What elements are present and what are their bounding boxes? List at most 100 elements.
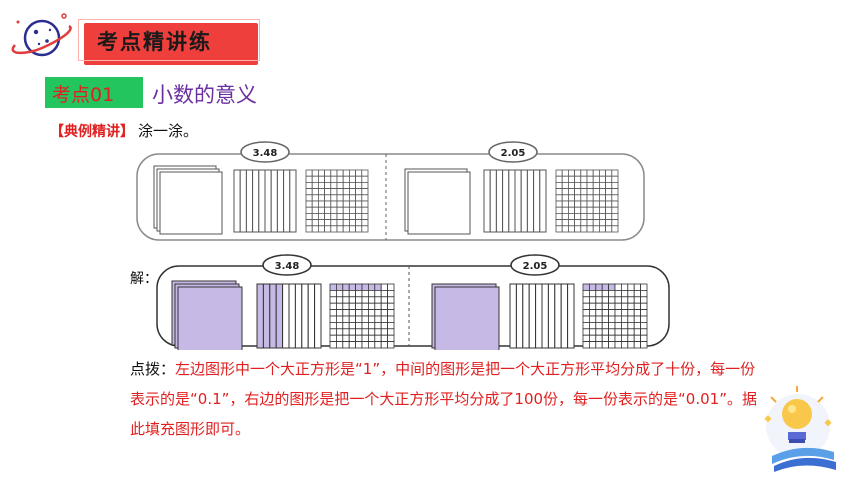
- hundredth-cell: [367, 328, 376, 336]
- question-figure: 3.48 2.05: [136, 141, 645, 241]
- hundredth-cell: [335, 322, 344, 330]
- hundredth-cell: [336, 169, 344, 177]
- tenth-strip: [245, 169, 254, 233]
- hundredth-cell: [355, 296, 363, 304]
- question-right-hundredths-grid: [555, 169, 619, 233]
- hundredth-cell: [305, 213, 313, 221]
- hundredth-cell: [561, 213, 569, 221]
- hundredth-cell: [348, 169, 356, 177]
- hundredth-cell: [355, 302, 363, 311]
- hundredth-cell: [367, 341, 376, 349]
- hundredth-cell: [640, 290, 648, 298]
- hundredth-cell: [348, 328, 356, 336]
- hundredth-cell: [329, 322, 337, 330]
- hundredth-cell: [614, 315, 622, 323]
- hundredth-cell: [374, 309, 382, 317]
- question-right-whole-squares: [404, 168, 471, 235]
- hundredth-cell: [611, 169, 619, 177]
- hundredth-cell: [355, 194, 363, 202]
- hundredth-cell: [324, 175, 332, 183]
- hundredth-cell: [361, 334, 369, 342]
- hundredth-cell: [555, 219, 563, 227]
- hundredth-cell: [601, 315, 610, 323]
- hundredth-cell: [311, 200, 319, 208]
- tenth-strip: [270, 169, 278, 233]
- hundredth-cell: [311, 169, 319, 177]
- hundredth-cell: [586, 213, 594, 221]
- hundredth-cell: [335, 309, 344, 317]
- hundredth-cell: [605, 213, 613, 221]
- hundredth-cell: [561, 175, 569, 183]
- hundredth-cell: [335, 315, 344, 323]
- hundredth-cell: [582, 334, 590, 342]
- hint-label: 点拨：: [130, 360, 176, 378]
- hundredth-cell: [336, 194, 344, 202]
- hundredth-cell: [586, 219, 594, 227]
- hundredth-cell: [608, 302, 616, 311]
- hundredth-cell: [574, 175, 582, 183]
- hundredth-cell: [627, 315, 635, 323]
- hundredth-cell: [317, 200, 325, 208]
- hundredth-cell: [614, 296, 622, 304]
- hundredth-cell: [567, 219, 575, 227]
- tenth-strip: [276, 169, 285, 233]
- hundredth-cell: [620, 315, 629, 323]
- hundredth-cell: [580, 188, 588, 196]
- hundredth-cell: [555, 188, 563, 196]
- hundredth-cell: [311, 206, 319, 214]
- hundredth-cell: [574, 225, 582, 233]
- tenth-strip: [539, 169, 547, 233]
- hundredth-cell: [367, 296, 376, 304]
- hundredth-cell: [633, 302, 642, 311]
- hundredth-cell: [601, 302, 610, 311]
- tenth-strip: [288, 283, 296, 349]
- topic-badge: [45, 77, 143, 108]
- hundredth-cell: [387, 315, 395, 323]
- tenth-strip: [567, 283, 575, 349]
- hundredth-cell: [586, 225, 594, 233]
- hundredth-cell: [640, 309, 648, 317]
- hundredth-cell: [342, 302, 350, 311]
- hundredth-cell: [595, 341, 603, 349]
- hundredth-cell: [574, 169, 582, 177]
- tenth-strip: [514, 169, 522, 233]
- tenth-strip: [508, 169, 516, 233]
- hundredth-cell: [336, 213, 344, 221]
- hundredth-cell: [611, 182, 619, 190]
- hundredth-cell: [561, 200, 569, 208]
- hundredth-cell: [380, 302, 388, 311]
- hundredth-cell: [627, 290, 635, 298]
- hundredth-cell: [342, 334, 350, 342]
- hundredth-cell: [574, 182, 582, 190]
- hundredth-cell: [567, 206, 575, 214]
- hundredth-cell: [605, 206, 613, 214]
- hundredth-cell: [611, 194, 619, 202]
- hundredth-cell: [330, 188, 338, 196]
- hundredth-cell: [380, 328, 388, 336]
- hundredth-cell: [561, 225, 569, 233]
- hundredth-cell: [361, 200, 369, 208]
- tenth-strip: [301, 283, 309, 349]
- hundredth-cell: [574, 213, 582, 221]
- hundredth-cell: [592, 194, 600, 202]
- hundredth-cell: [348, 175, 356, 183]
- hundredth-cell: [567, 213, 575, 221]
- hundredth-cell: [387, 328, 395, 336]
- hundredth-cell: [324, 200, 332, 208]
- hundredth-cell: [387, 341, 395, 349]
- hundredth-cell: [387, 322, 395, 330]
- hundredth-cell: [592, 175, 600, 183]
- hundredth-cell: [380, 341, 388, 349]
- hundredth-cell: [324, 188, 332, 196]
- page-title: 考点精讲练: [97, 30, 212, 54]
- hundredth-cell: [355, 341, 363, 349]
- hundredth-cell: [601, 290, 610, 298]
- topic-badge-label: 考点01: [52, 84, 115, 106]
- hundredth-cell: [329, 309, 337, 317]
- hundredth-cell: [367, 302, 376, 311]
- hundredth-cell: [561, 169, 569, 177]
- hundredth-cell: [348, 302, 356, 311]
- hundredth-cell: [336, 175, 344, 183]
- hundredth-cell: [608, 341, 616, 349]
- planet-icon: [11, 13, 72, 57]
